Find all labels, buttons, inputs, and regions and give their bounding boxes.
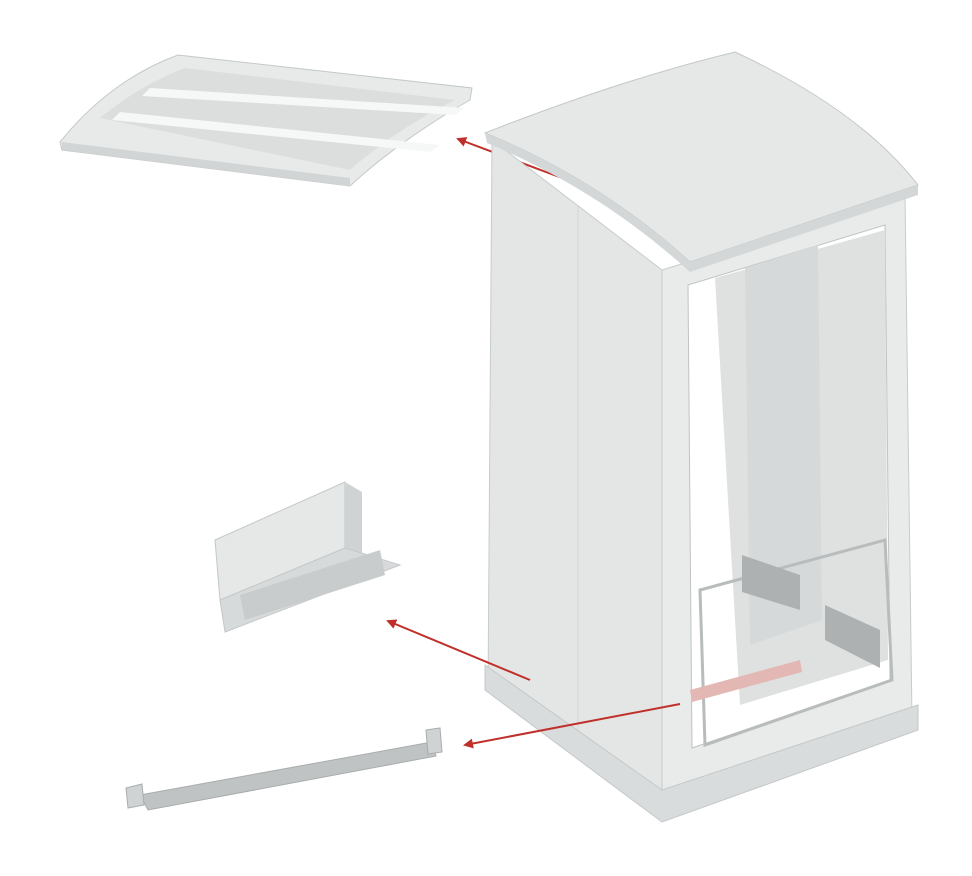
plinth-cover [214,481,402,633]
cabinet [483,51,919,823]
mounting-rail [125,727,443,811]
arrow-rail [463,703,681,749]
roof-panel [59,54,473,187]
arrow-plinth [386,619,531,681]
